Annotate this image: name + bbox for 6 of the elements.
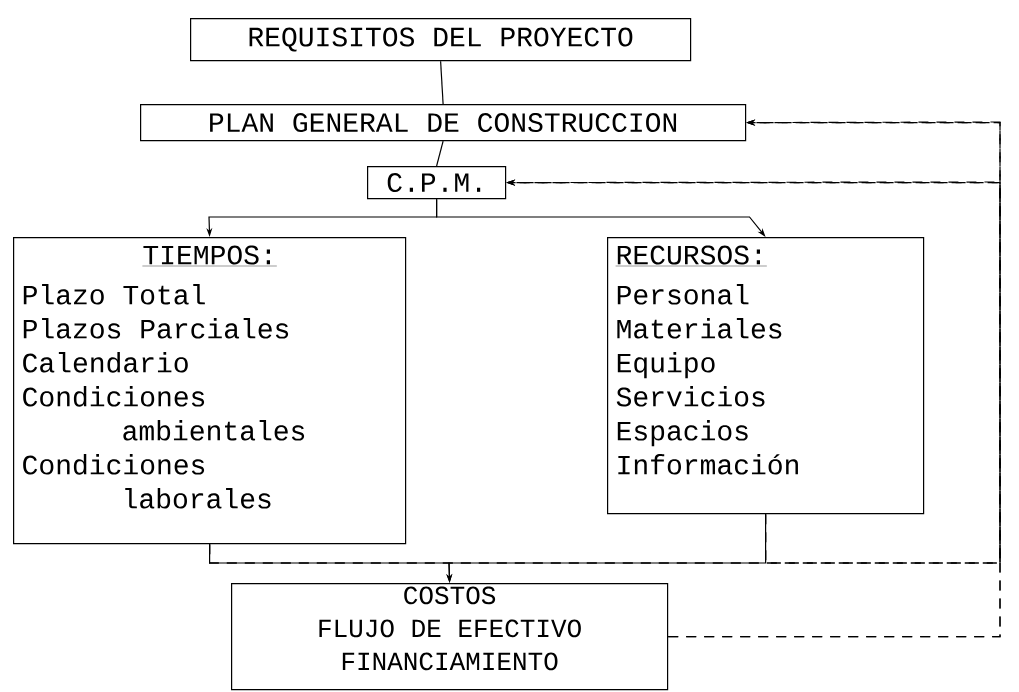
- list-box: TIEMPOS: Plazo Total Plazos Parciales Calendario Condiciones ambientales Condiciones laborales: [13, 237, 407, 545]
- list-box: RECURSOS: Personal Materiales Equipo Servicios Espacios Información: [607, 237, 925, 515]
- title-box: C.P.M.: [367, 166, 507, 200]
- list-box: COSTOS FLUJO DE EFECTIVO FINANCIAMIENTO: [231, 583, 669, 691]
- title-box: PLAN GENERAL DE CONSTRUCCION: [140, 104, 747, 142]
- title-box: REQUISITOS DEL PROYECTO: [190, 18, 692, 62]
